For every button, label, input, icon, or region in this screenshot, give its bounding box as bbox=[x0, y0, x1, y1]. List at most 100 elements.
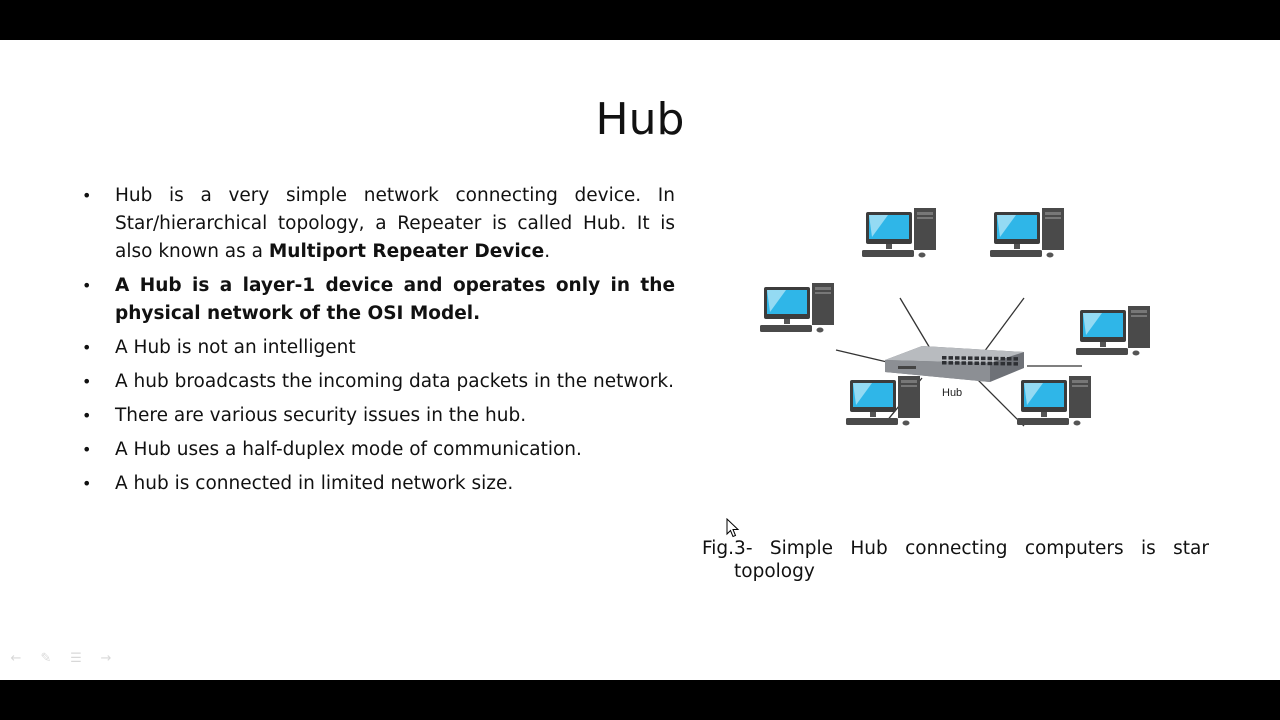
hub-port bbox=[974, 356, 979, 360]
mouse-cursor-icon bbox=[726, 518, 740, 538]
bullet-text: A Hub is not an intelligent bbox=[115, 337, 356, 358]
bullet-dot-icon: • bbox=[82, 406, 92, 425]
network-link bbox=[899, 297, 935, 356]
pc-tower-drive bbox=[815, 292, 831, 294]
arrow-right-icon[interactable]: → bbox=[100, 651, 112, 666]
hub-port bbox=[1000, 356, 1005, 361]
hub-port bbox=[1013, 357, 1018, 361]
bullet-dot-icon: • bbox=[82, 276, 92, 295]
pc-tower-drive bbox=[901, 380, 917, 383]
network-link bbox=[977, 379, 1025, 427]
hub-port bbox=[942, 356, 947, 360]
mouse bbox=[1046, 252, 1054, 258]
computer-bottom-right bbox=[1017, 376, 1091, 426]
keyboard bbox=[1017, 418, 1069, 425]
bullet-text: There are various security issues in the… bbox=[115, 405, 527, 426]
slide-nav-controls: ← ✎ ☰ → bbox=[8, 652, 114, 666]
monitor-stand bbox=[784, 319, 790, 324]
bullet-text: A hub broadcasts the incoming data packe… bbox=[115, 371, 674, 392]
bullet-text: A hub is connected in limited network si… bbox=[115, 473, 514, 494]
hub-port bbox=[981, 361, 986, 366]
monitor-stand bbox=[1041, 412, 1047, 417]
bullet-text: . bbox=[544, 241, 551, 262]
hub-port bbox=[974, 361, 979, 365]
hub-port bbox=[1013, 362, 1018, 366]
mouse bbox=[1132, 350, 1140, 356]
hub-port bbox=[987, 361, 992, 366]
pc-tower-drive bbox=[1045, 217, 1061, 219]
screen-glare bbox=[1024, 383, 1043, 405]
hub-port bbox=[968, 356, 973, 360]
bullet-dot-icon: • bbox=[82, 186, 92, 205]
pc-tower-drive bbox=[1072, 385, 1088, 387]
hub-device: Hub bbox=[885, 346, 1024, 399]
monitor-stand bbox=[1014, 244, 1020, 249]
hub-panel bbox=[898, 366, 916, 369]
keyboard bbox=[990, 250, 1042, 257]
figure-caption: Fig.3- Simple Hub connecting computers i… bbox=[702, 537, 1209, 583]
bullet-item: • A hub is connected in limited network s… bbox=[80, 470, 675, 498]
slide: Hub • Hub is a very simple network connec… bbox=[0, 40, 1280, 680]
bullet-text: A Hub is a layer-1 device and operates o… bbox=[115, 275, 675, 324]
hub-port bbox=[994, 356, 999, 361]
monitor-stand bbox=[870, 412, 876, 417]
hub-front bbox=[885, 360, 990, 382]
bullet-text: Multiport Repeater Device bbox=[268, 241, 545, 262]
pc-tower-drive bbox=[901, 385, 917, 387]
hub-port bbox=[1000, 361, 1005, 366]
pc-tower-drive bbox=[1131, 315, 1147, 317]
bullet-dot-icon: • bbox=[82, 372, 92, 391]
pen-icon[interactable]: ✎ bbox=[40, 651, 52, 666]
bullet-item: • A Hub uses a half-duplex mode of commun… bbox=[80, 436, 675, 464]
mouse bbox=[1073, 420, 1081, 426]
hub-port bbox=[1007, 362, 1012, 366]
pc-tower-drive bbox=[1072, 380, 1088, 383]
pc-tower-drive bbox=[1131, 310, 1147, 313]
computer-top-right bbox=[990, 208, 1064, 258]
hub-port bbox=[994, 361, 999, 366]
computer-bottom-left bbox=[846, 376, 920, 426]
bullet-item: • Hub is a very simple network connecting… bbox=[80, 182, 675, 266]
keyboard bbox=[862, 250, 914, 257]
monitor-stand bbox=[1100, 342, 1106, 347]
hub-port bbox=[1007, 357, 1012, 361]
keyboard bbox=[760, 325, 812, 332]
hub-star-topology-diagram: Hub bbox=[760, 208, 1150, 427]
hub-port bbox=[987, 356, 992, 361]
screen-glare bbox=[1083, 313, 1102, 335]
bullet-dot-icon: • bbox=[82, 474, 92, 493]
computer-right bbox=[1076, 306, 1150, 356]
mouse bbox=[816, 327, 824, 333]
pc-tower-drive bbox=[917, 212, 933, 215]
network-link bbox=[983, 297, 1025, 353]
bullet-item: • There are various security issues in th… bbox=[80, 402, 675, 430]
hub-port bbox=[961, 361, 966, 365]
computer-left bbox=[760, 283, 834, 333]
mouse bbox=[902, 420, 910, 426]
screen-glare bbox=[767, 290, 786, 312]
caption-line-2: topology bbox=[734, 561, 815, 582]
arrow-left-icon[interactable]: ← bbox=[10, 651, 22, 666]
hub-port bbox=[981, 356, 986, 361]
menu-icon[interactable]: ☰ bbox=[70, 651, 82, 666]
bullet-item: • A Hub is a layer-1 device and operates … bbox=[80, 272, 675, 328]
pc-tower-drive bbox=[1045, 212, 1061, 215]
hub-port bbox=[948, 361, 953, 365]
screen-glare bbox=[853, 383, 872, 405]
bullet-text: A Hub uses a half-duplex mode of communi… bbox=[115, 439, 582, 460]
bullet-text: Hub is a very simple network connecting … bbox=[115, 185, 675, 262]
bullet-dot-icon: • bbox=[82, 338, 92, 357]
hub-port bbox=[955, 361, 960, 365]
hub-port bbox=[968, 361, 973, 365]
bullet-dot-icon: • bbox=[82, 440, 92, 459]
monitor-stand bbox=[886, 244, 892, 249]
bullet-list: • Hub is a very simple network connecting… bbox=[80, 182, 675, 504]
keyboard bbox=[1076, 348, 1128, 355]
computer-top-left bbox=[862, 208, 936, 258]
hub-label: Hub bbox=[942, 387, 962, 399]
hub-port bbox=[948, 356, 953, 360]
hub-port bbox=[942, 361, 947, 365]
screen-glare bbox=[869, 215, 888, 237]
pc-tower-drive bbox=[917, 217, 933, 219]
slide-title: Hub bbox=[595, 94, 685, 145]
